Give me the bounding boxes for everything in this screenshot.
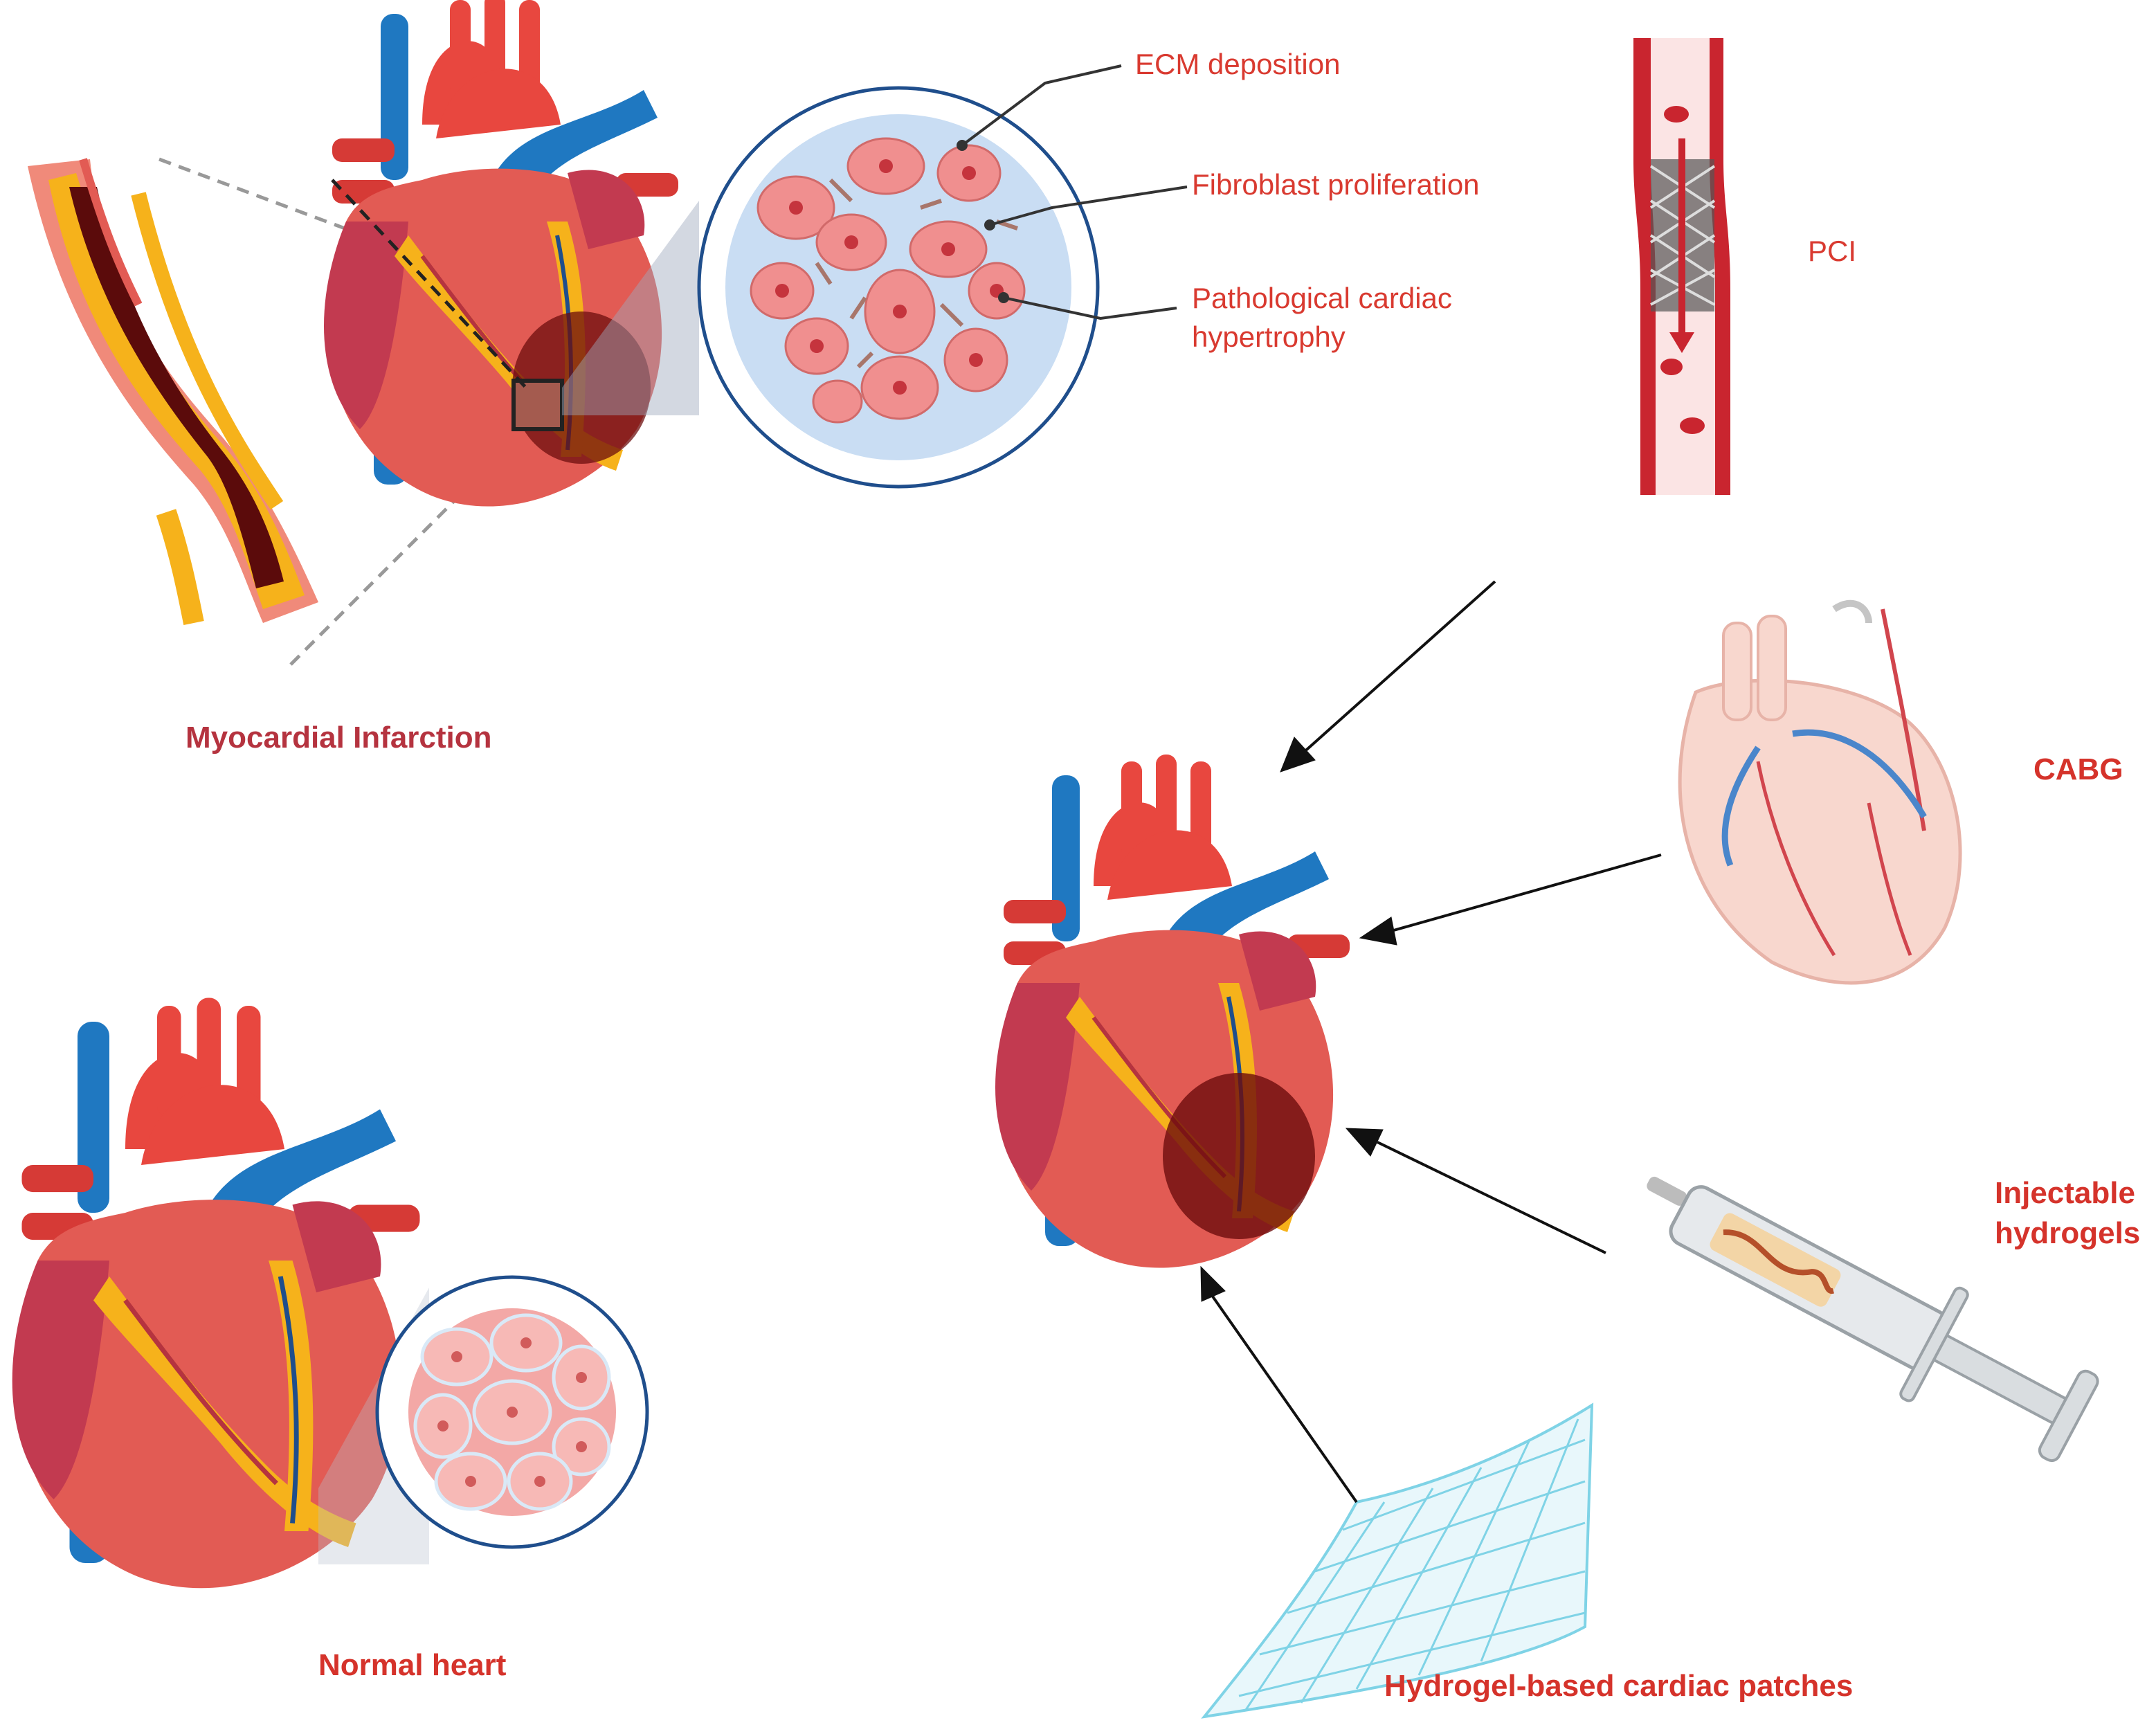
arrows [1200,580,1662,1503]
hydrogel-patches-label: Hydrogel-based cardiac patches [1384,1669,1854,1703]
injectable-hydrogels-label-line2: hydrogels [1995,1216,2141,1250]
hydrogel-patch-illustration [1201,1402,1594,1719]
pathological-hypertrophy-label-line2: hypertrophy [1192,320,1346,353]
callout-lines [957,64,1188,320]
normal-tissue-circle [375,1275,649,1549]
ecm-deposition-label: ECM deposition [1135,48,1341,80]
normal-heart-label: Normal heart [318,1648,507,1682]
atherosclerotic-artery-illustration [28,158,318,625]
myocardial-infarction-label: Myocardial Infarction [185,721,492,755]
infarcted-heart-center [995,755,1350,1268]
pci-label: PCI [1808,235,1857,267]
infarct-tissue-circle [697,86,1100,489]
infarcted-heart-top [324,0,678,507]
cabg-heart-illustration [1678,599,1962,985]
zoom-cone-top [562,201,699,415]
fibroblast-proliferation-label: Fibroblast proliferation [1192,168,1480,201]
cabg-label: CABG [2033,752,2123,786]
syringe-illustration [1647,1176,2099,1463]
pci-stent-vessel [1633,38,1730,495]
box-dash-line-1 [331,179,527,389]
infarct-zoom-box [511,379,564,431]
injectable-hydrogels-label-line1: Injectable [1995,1176,2135,1210]
pathological-hypertrophy-label-line1: Pathological cardiac [1192,282,1452,314]
